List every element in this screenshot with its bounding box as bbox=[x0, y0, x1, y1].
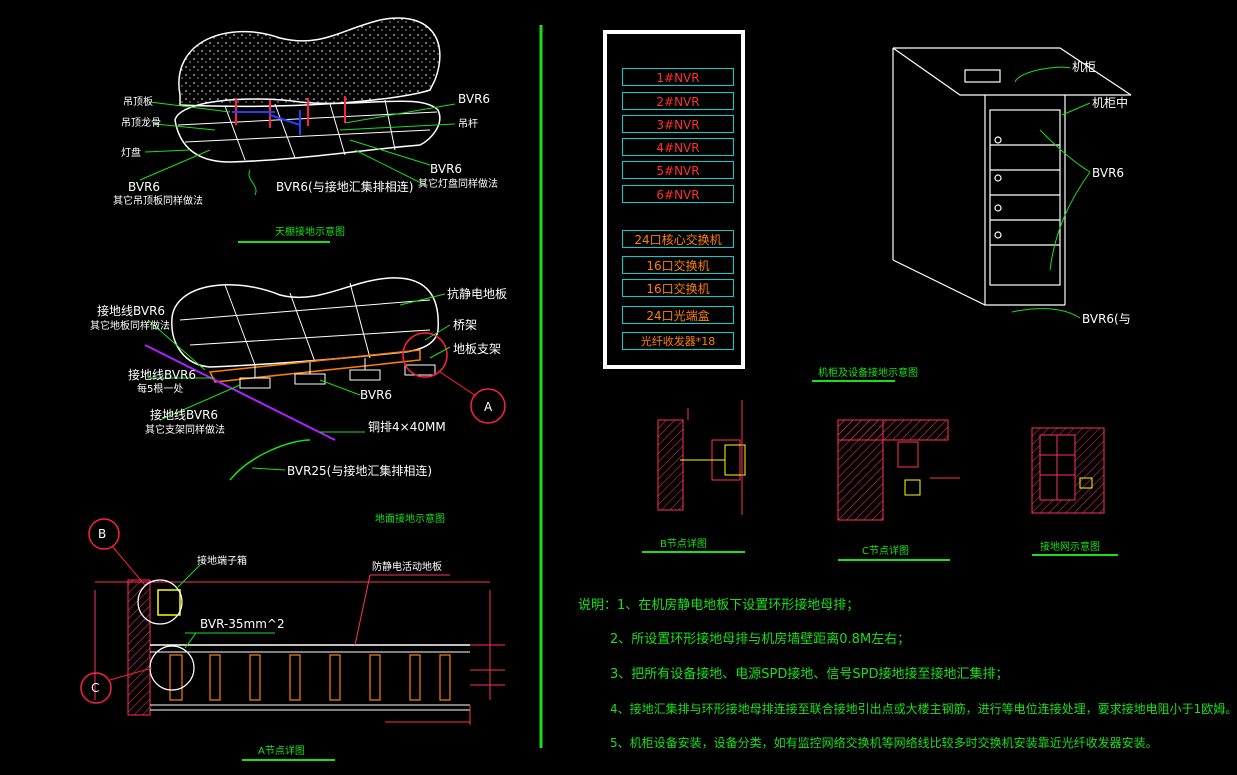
floor-label: 每5根一处 bbox=[137, 384, 184, 395]
ceiling-label: 吊顶龙骨 bbox=[121, 118, 161, 129]
rack-item-switch: 16口交换机 bbox=[622, 279, 734, 297]
note-line: 4、接地汇集排与环形接地母排连接至联合接地引出点或大楼主钢筋，进行等电位连接处理… bbox=[610, 702, 1237, 716]
rack-item-nvr: 4#NVR bbox=[622, 138, 734, 156]
rack-outline bbox=[603, 30, 745, 369]
note-line: 说明：1、在机房静电地板下设置环形接地母排； bbox=[578, 598, 860, 613]
rack-item-nvr: 1#NVR bbox=[622, 68, 734, 86]
rack-item-nvr: 5#NVR bbox=[622, 161, 734, 179]
rack-item-optical-box: 24口光端盒 bbox=[622, 306, 734, 324]
ceiling-label: 吊顶板 bbox=[123, 97, 153, 108]
detail-a-label: BVR-35mm^2 bbox=[200, 617, 285, 631]
detail-c-diagram bbox=[837, 419, 960, 561]
ceiling-caption: 天棚接地示意图 bbox=[275, 227, 345, 238]
ceiling-label: BVR6 bbox=[430, 162, 463, 176]
floor-label: 接地线BVR6 bbox=[150, 408, 219, 422]
ceiling-label: 吊杆 bbox=[458, 119, 478, 130]
detail-a-diagram bbox=[80, 518, 505, 761]
grid-caption: 接地网示意图 bbox=[1040, 542, 1100, 553]
ceiling-panel-outline bbox=[174, 98, 441, 163]
detail-b-caption: B节点详图 bbox=[660, 539, 707, 550]
ceiling-slab bbox=[178, 17, 441, 108]
cabinet-label: BVR6 bbox=[1092, 166, 1125, 180]
floor-label: 接地线BVR6 bbox=[128, 368, 197, 382]
floor-label: BVR6 bbox=[360, 388, 393, 402]
rack-item-nvr: 3#NVR bbox=[622, 115, 734, 133]
floor-label: 抗静电地板 bbox=[447, 287, 508, 301]
note-line: 2、所设置环形接地母排与机房墙壁距离0.8M左右； bbox=[610, 632, 911, 647]
cabinet-label: BVR6(与 bbox=[1082, 312, 1131, 326]
note-line: 5、机柜设备安装，设备分类，如有监控网络交换机等网络线比较多时交换机安装靠近光纤… bbox=[610, 736, 1158, 750]
cabinet-diagram bbox=[892, 47, 1132, 306]
cabinet-label: 机柜 bbox=[1072, 60, 1097, 74]
floor-diagram bbox=[144, 277, 506, 481]
detail-b-diagram bbox=[642, 400, 746, 553]
cad-drawing-canvas: 吊顶板 吊顶龙骨 灯盘 BVR6 其它吊顶板同样做法 BVR6 吊杆 BVR6 … bbox=[80, 17, 1237, 761]
ceiling-label: 灯盘 bbox=[121, 148, 141, 159]
ceiling-label: BVR6 bbox=[458, 92, 491, 106]
detail-c-caption: C节点详图 bbox=[862, 546, 909, 557]
detail-a-label: 接地端子箱 bbox=[197, 556, 247, 567]
note-line: 3、把所有设备接地、电源SPD接地、信号SPD接地接至接地汇集排； bbox=[610, 667, 1009, 682]
callout-a: A bbox=[484, 400, 493, 414]
floor-label: 接地线BVR6 bbox=[97, 304, 166, 318]
detail-a-label: 防静电活动地板 bbox=[372, 562, 442, 573]
ceiling-label: 其它灯盘同样做法 bbox=[418, 179, 498, 190]
floor-label: 铜排4×40MM bbox=[368, 420, 446, 434]
rack-item-nvr: 6#NVR bbox=[622, 185, 734, 203]
floor-label: 桥架 bbox=[453, 318, 478, 332]
grounding-grid-diagram bbox=[1031, 427, 1118, 556]
cabinet-label: 机柜中 bbox=[1092, 96, 1129, 110]
antistatic-floor-outline bbox=[171, 277, 439, 368]
ceiling-label: BVR6 bbox=[128, 180, 161, 194]
ceiling-diagram bbox=[139, 17, 456, 243]
rack-item-nvr: 2#NVR bbox=[622, 92, 734, 110]
floor-caption: 地面接地示意图 bbox=[375, 514, 445, 525]
copper-bar bbox=[144, 344, 336, 441]
floor-label: 其它地板同样做法 bbox=[90, 321, 170, 332]
detail-a-caption: A节点详图 bbox=[258, 746, 305, 757]
callout-c: C bbox=[91, 681, 100, 695]
rack-item-switch: 24口核心交换机 bbox=[622, 230, 734, 248]
rack-item-switch: 16口交换机 bbox=[622, 256, 734, 274]
floor-label: BVR25(与接地汇集排相连) bbox=[287, 464, 433, 478]
rack-item-transceiver: 光纤收发器*18 bbox=[622, 332, 734, 350]
ceiling-label: 其它吊顶板同样做法 bbox=[113, 196, 203, 207]
floor-label: 地板支架 bbox=[453, 342, 502, 356]
callout-b: B bbox=[98, 527, 107, 541]
ceiling-label: BVR6(与接地汇集排相连) bbox=[276, 180, 414, 194]
drawing-linework bbox=[80, 17, 1132, 761]
floor-label: 其它支架同样做法 bbox=[145, 425, 225, 436]
cabinet-caption: 机柜及设备接地示意图 bbox=[818, 368, 918, 379]
